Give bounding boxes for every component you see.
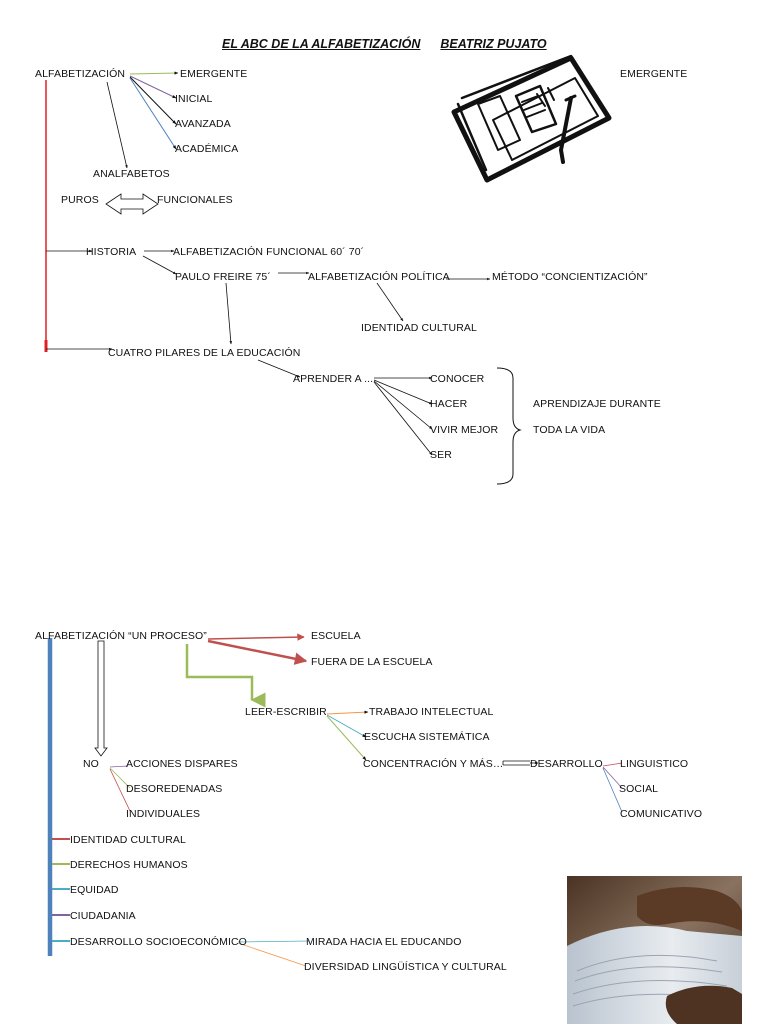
node-aprender: APRENDER A ... (293, 373, 374, 385)
node-aprendizaje-1: APRENDIZAJE DURANTE (533, 398, 661, 410)
node-academica: ACADÉMICA (175, 143, 239, 155)
connector-diversidad (237, 942, 307, 967)
node-linguistico: LINGUISTICO (620, 758, 689, 770)
node-hacer: HACER (430, 398, 468, 410)
node-trabajo-intelectual: TRABAJO INTELECTUAL (369, 706, 494, 718)
node-desordenadas: DESOREDENADAS (126, 783, 223, 795)
node-escucha: ESCUCHA SISTEMÁTICA (364, 731, 490, 743)
connector-freire-pilares (225, 282, 233, 345)
connector-social (602, 766, 623, 789)
connector-emergente (129, 71, 179, 75)
double-arrow (105, 193, 159, 215)
node-inicial: INICIAL (175, 93, 213, 105)
node-leer-escribir: LEER-ESCRIBIR (245, 706, 327, 718)
connector-ser (373, 381, 433, 456)
node-conocer: CONOCER (430, 373, 485, 385)
node-alfabetizacion-proceso: ALFABETIZACIÓN “UN PROCESO” (35, 630, 207, 642)
connector-paulo-freire (142, 255, 177, 275)
node-alfabetizacion: ALFABETIZACIÓN (35, 68, 126, 80)
connector-avanzada (129, 76, 177, 125)
node-vivir-mejor: VIVIR MEJOR (430, 424, 499, 436)
connector-fuera (207, 639, 308, 665)
node-ciudadania: CIUDADANIA (70, 910, 136, 922)
connector-mirada (237, 940, 311, 943)
connector-acciones (109, 765, 129, 768)
connector-linguistico (602, 762, 623, 767)
node-identidad-cultural: IDENTIDAD CULTURAL (361, 322, 477, 334)
node-no: NO (83, 758, 99, 770)
node-alf-funcional: ALFABETIZACIÓN FUNCIONAL 60´ 70´ (173, 246, 365, 258)
node-cuatro-pilares: CUATRO PILARES DE LA EDUCACIÓN (108, 347, 301, 359)
connector-identidad (376, 282, 404, 322)
node-puros: PUROS (61, 194, 99, 206)
node-ser: SER (430, 449, 452, 461)
title-part-1: EL ABC DE LA ALFABETIZACIÓN (222, 37, 421, 51)
node-fuera-escuela: FUERA DE LA ESCUELA (311, 656, 433, 668)
node-diversidad: DIVERSIDAD LINGÜÍSTICA Y CULTURAL (304, 961, 507, 973)
node-derechos-humanos: DERECHOS HUMANOS (70, 859, 188, 871)
node-historia: HISTORIA (86, 246, 137, 258)
connector-comunicativo (602, 767, 623, 813)
connector-hacer (373, 379, 433, 405)
node-funcionales: FUNCIONALES (157, 194, 233, 206)
connector-inicial (129, 75, 177, 99)
connector-concentracion (326, 715, 367, 761)
node-comunicativo: COMUNICATIVO (620, 808, 703, 820)
connector-analfabetos (106, 81, 128, 169)
connector-aprender (257, 359, 301, 378)
node-emergente-top-right: EMERGENTE (620, 68, 688, 80)
title-part-2: BEATRIZ PUJATO (440, 37, 547, 51)
notebook-calculator-pen-icon (451, 54, 612, 183)
hollow-down-arrow (94, 640, 108, 757)
curly-brace (496, 367, 522, 485)
node-alf-politica: ALFABETIZACIÓN POLÍTICA (308, 271, 450, 283)
node-avanzada: AVANZADA (175, 118, 231, 130)
connector-individuales (109, 768, 131, 812)
node-social: SOCIAL (619, 783, 659, 795)
node-escuela: ESCUELA (311, 630, 361, 642)
node-concentracion: CONCENTRACIÓN Y MÁS… (363, 758, 504, 770)
node-aprendizaje-2: TODA LA VIDA (533, 424, 606, 436)
connector-vivir (373, 380, 433, 430)
node-paulo-freire: PAULO FREIRE 75´ (175, 271, 271, 283)
node-desarrollo: DESARROLLO (530, 758, 603, 770)
node-metodo: MÉTODO “CONCIENTIZACIÓN” (492, 271, 648, 283)
connector-academica (129, 77, 177, 150)
node-individuales: INDIVIDUALES (126, 808, 201, 820)
connector-trabajo (326, 710, 369, 715)
connector-escuela (207, 633, 305, 641)
node-equidad: EQUIDAD (70, 884, 119, 896)
open-book-hands-photo (567, 876, 742, 1024)
node-acciones-dispares: ACCIONES DISPARES (126, 758, 238, 770)
connector-escucha (326, 714, 367, 738)
connector-leer-escribir (185, 644, 266, 708)
node-identidad-cultural-2: IDENTIDAD CULTURAL (70, 834, 186, 846)
node-analfabetos: ANALFABETOS (93, 168, 170, 180)
node-desarrollo-socioeconomico: DESARROLLO SOCIOECONÓMICO (70, 936, 247, 948)
page-title: EL ABC DE LA ALFABETIZACIÓN BEATRIZ PUJAT… (222, 37, 547, 51)
connector-desordenadas (109, 767, 131, 789)
node-mirada-educando: MIRADA HACIA EL EDUCANDO (306, 936, 462, 948)
node-emergente: EMERGENTE (180, 68, 248, 80)
